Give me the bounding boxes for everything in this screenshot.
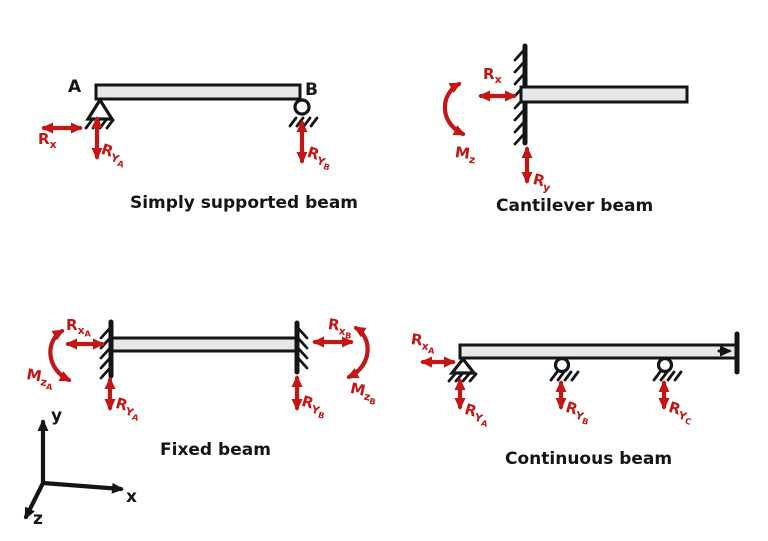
pin-support-icon [448,356,478,375]
beam-continuous [458,343,738,360]
roller-support-icon [656,356,674,374]
figure-title-fixed: Fixed beam [160,440,271,460]
fixed-beam-figure [48,319,370,411]
force-label-rxa: RxA [409,330,436,356]
beam-simply-supported [94,83,302,101]
z-axis-label: z [33,509,43,529]
beam-cantilever [519,85,689,104]
point-label-b: B [305,80,318,100]
simply-supported-figure [41,83,319,164]
figure-title-continuous: Continuous beam [505,449,673,469]
cantilever-figure [442,43,689,184]
moment-label-mz: Mz [453,143,477,167]
moment-arrow-mza [48,328,72,383]
force-label-rx: Rx [483,65,502,86]
continuous-beam-figure [420,331,740,410]
support-hatching [447,372,478,383]
support-hatching [84,118,115,130]
force-label-rxa: RxA [66,316,91,339]
wall-hatching [296,326,309,370]
support-hatching [549,370,580,382]
moment-arrow-mz [442,81,466,137]
force-label-rxb: RxB [326,315,353,341]
wall-hatching [99,326,112,380]
roller-support-icon [553,356,571,374]
x-axis-label: x [126,487,137,507]
x-axis-arrow [40,480,124,494]
moment-arrow-mzb [346,325,370,380]
support-hatching [652,370,683,382]
beam-fixed [110,336,299,353]
z-axis-arrow [23,480,46,520]
pin-support-icon [85,97,115,121]
figure-title-simply-supported: Simply supported beam [129,193,359,213]
coordinate-axes [23,419,124,520]
point-label-a: A [68,77,82,97]
force-label-rx: Rx [38,130,57,151]
roller-support-icon [293,98,311,116]
y-axis-label: y [51,406,63,426]
figure-title-cantilever: Cantilever beam [496,196,654,216]
